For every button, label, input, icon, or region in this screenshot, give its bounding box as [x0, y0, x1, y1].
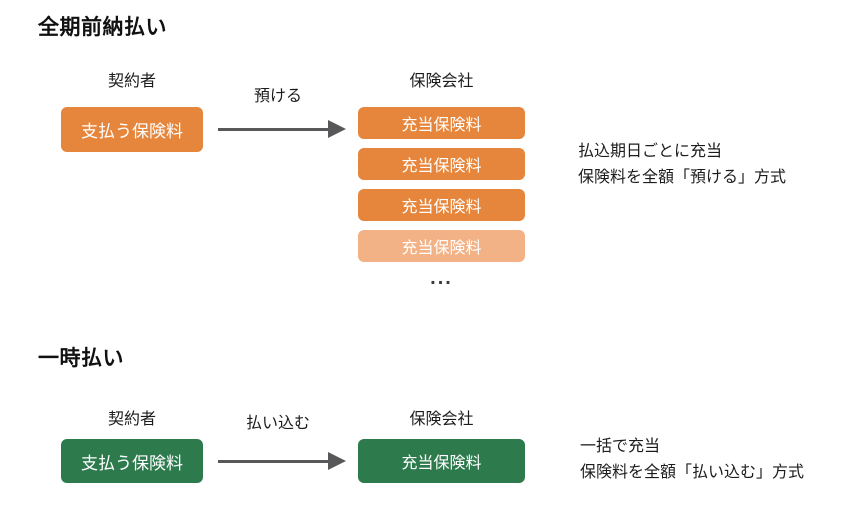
- section1-applied-premium-box: 充当保険料: [358, 189, 525, 221]
- section2-contractor-label: 契約者: [107, 411, 156, 428]
- section1-description-line2: 保険料を全額「預ける」方式: [578, 169, 787, 186]
- section1-applied-premium-box: 充当保険料: [358, 148, 525, 180]
- section1-applied-premium-box-faded: 充当保険料: [358, 230, 525, 262]
- section1-applied-premium-box: 充当保険料: [358, 107, 525, 139]
- arrow-line: [218, 128, 331, 131]
- arrow-line: [218, 460, 331, 463]
- section2-description: 一括で充当 保険料を全額「払い込む」方式: [580, 434, 804, 486]
- arrow-head-icon: [328, 452, 346, 470]
- section1-description: 払込期日ごとに充当 保険料を全額「預ける」方式: [578, 139, 786, 191]
- section2-applied-premium-box: 充当保険料: [358, 439, 525, 483]
- section2-payer-box: 支払う保険料: [61, 439, 203, 483]
- ellipsis-dots: ...: [430, 267, 453, 289]
- section1-payer-box: 支払う保険料: [61, 107, 203, 152]
- section2-insurer-label: 保険会社: [409, 411, 474, 428]
- arrow-head-icon: [328, 120, 346, 138]
- section1-contractor-label: 契約者: [107, 73, 156, 90]
- section2-flow-arrow-icon: [218, 452, 346, 470]
- section1-arrow-label: 預ける: [253, 88, 302, 105]
- section1-insurer-label: 保険会社: [409, 73, 474, 90]
- section1-title: 全期前納払い: [38, 16, 167, 39]
- section2-description-line2: 保険料を全額「払い込む」方式: [580, 464, 805, 481]
- section1-description-line1: 払込期日ごとに充当: [578, 143, 723, 160]
- section1-flow-arrow-icon: [218, 120, 346, 138]
- section2-title: 一時払い: [38, 347, 124, 370]
- section2-description-line1: 一括で充当: [580, 438, 661, 455]
- section2-arrow-label: 払い込む: [245, 415, 310, 432]
